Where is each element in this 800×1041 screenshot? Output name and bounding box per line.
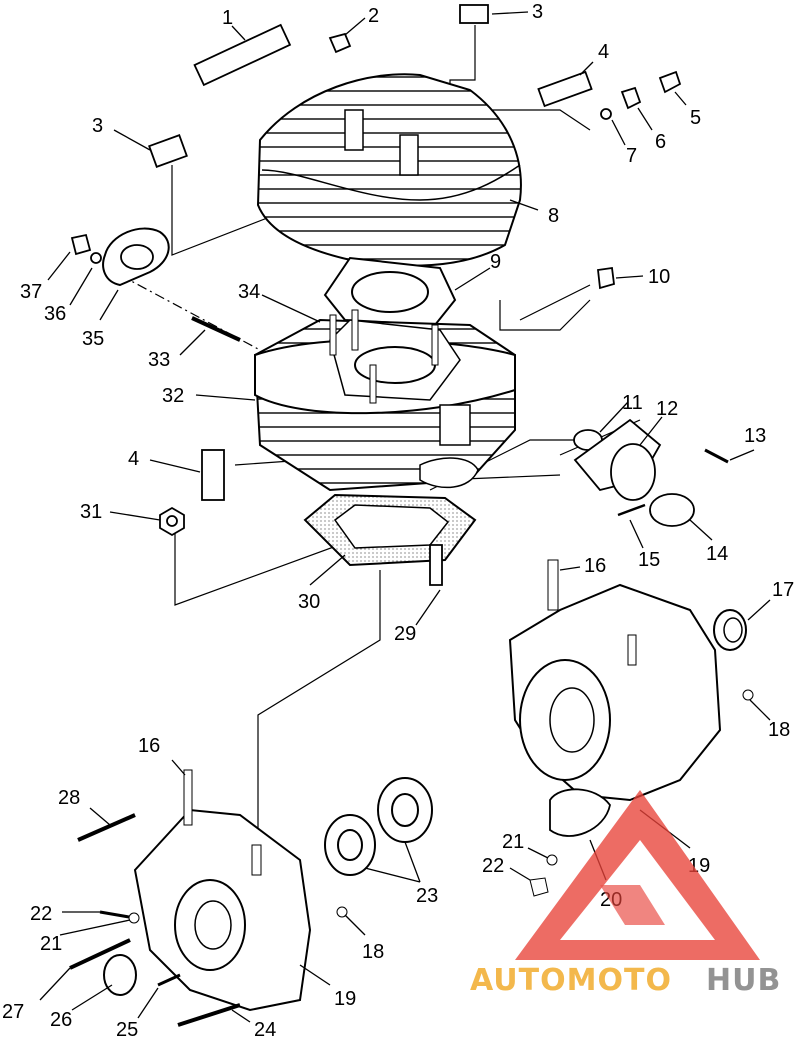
callout-22-left: 22: [30, 903, 52, 925]
callout-27: 27: [2, 1001, 24, 1023]
callout-33: 33: [148, 349, 170, 371]
callout-12: 12: [656, 398, 678, 420]
callout-23: 23: [416, 885, 438, 907]
callout-14: 14: [706, 543, 728, 565]
callout-17: 17: [772, 579, 794, 601]
crankcase-left: [69, 769, 348, 1027]
callout-2: 2: [368, 5, 379, 27]
callout-4-top: 4: [598, 41, 609, 63]
callout-25: 25: [116, 1019, 138, 1041]
watermark-text-left: AUTOMOTO: [470, 963, 672, 998]
callout-15: 15: [638, 549, 660, 571]
callout-18-right: 18: [768, 719, 790, 741]
crankcase-right: [508, 559, 754, 897]
callout-32: 32: [162, 385, 184, 407]
exhaust-gasket: [102, 227, 170, 287]
callout-30: 30: [298, 591, 320, 613]
cylinder: [253, 309, 516, 492]
callout-26: 26: [50, 1009, 72, 1031]
watermark-triangle-icon: [515, 790, 760, 960]
callout-16-left: 16: [138, 735, 160, 757]
callout-5: 5: [690, 107, 701, 129]
callout-16-right: 16: [584, 555, 606, 577]
callout-28: 28: [58, 787, 80, 809]
callout-22-right: 22: [482, 855, 504, 877]
callout-21-left: 21: [40, 933, 62, 955]
callout-6: 6: [655, 131, 666, 153]
watermark-text-right: HUB: [706, 963, 781, 998]
callout-37: 37: [20, 281, 42, 303]
callout-29: 29: [394, 623, 416, 645]
callout-21-right: 21: [502, 831, 524, 853]
callout-31: 31: [80, 501, 102, 523]
intake-assembly: [573, 418, 729, 527]
head-gasket: [323, 256, 457, 327]
bearings: [324, 777, 433, 876]
callout-9: 9: [490, 251, 501, 273]
callout-34: 34: [238, 281, 260, 303]
watermark-logo: AUTOMOTO HUB: [470, 790, 781, 998]
hardware: [70, 4, 682, 586]
callout-4-left: 4: [128, 448, 139, 470]
callout-8: 8: [548, 205, 559, 227]
cylinder-head: [256, 73, 522, 267]
callout-13: 13: [744, 425, 766, 447]
callout-35: 35: [82, 328, 104, 350]
callout-11: 11: [622, 392, 643, 414]
callout-36: 36: [44, 303, 66, 325]
callout-18-left: 18: [362, 941, 384, 963]
callout-3-left: 3: [92, 115, 103, 137]
callout-1: 1: [222, 7, 233, 29]
callout-10: 10: [648, 266, 670, 288]
base-gasket: [303, 493, 477, 567]
callout-7: 7: [626, 145, 637, 167]
callout-3-top: 3: [532, 1, 543, 23]
oil-seal-17: [713, 609, 747, 651]
callout-24: 24: [254, 1019, 276, 1041]
callout-19-left: 19: [334, 988, 356, 1010]
